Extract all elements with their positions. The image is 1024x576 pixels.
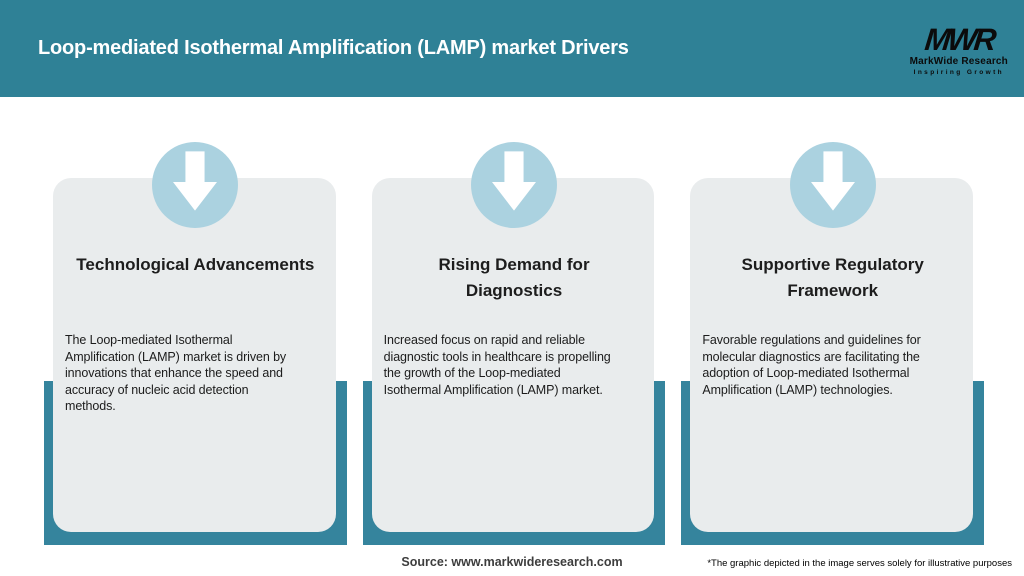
down-arrow-icon bbox=[492, 151, 536, 211]
logo-tagline: Inspiring Growth bbox=[913, 69, 1005, 77]
driver-card-technological-advancements: Technological Advancements The Loop-medi… bbox=[44, 140, 347, 545]
badge-circle bbox=[471, 142, 557, 228]
card-surface bbox=[53, 178, 336, 532]
source-credit: Source: www.markwideresearch.com bbox=[401, 555, 623, 569]
card-title: Supportive Regulatory Framework bbox=[741, 255, 924, 300]
down-arrow-icon bbox=[810, 151, 855, 211]
card-body-text: The Loop-mediated Isothermal Amplificati… bbox=[65, 333, 287, 414]
badge-circle bbox=[152, 142, 239, 228]
header-bar: Loop-mediated Isothermal Amplification (… bbox=[0, 0, 1024, 97]
driver-card-rising-demand-for-diagnostics: Rising Demand for Diagnostics Increased … bbox=[362, 140, 666, 545]
card-surface bbox=[690, 178, 974, 532]
card-body-text: Increased focus on rapid and reliable di… bbox=[383, 333, 611, 397]
card-body-text: Favorable regulations and guidelines for… bbox=[702, 333, 921, 397]
markwide-research-logo: MWR MarkWide Research Inspiring Growth bbox=[909, 22, 1008, 77]
down-arrow-icon bbox=[173, 151, 218, 211]
page-title: Loop-mediated Isothermal Amplification (… bbox=[38, 37, 629, 59]
badge-circle bbox=[789, 142, 876, 228]
logo-company-name: MarkWide Research bbox=[909, 56, 1008, 68]
disclaimer-note: *The graphic depicted in the image serve… bbox=[707, 558, 1012, 569]
driver-card-supportive-regulatory-framework: Supportive Regulatory Framework Favorabl… bbox=[681, 140, 985, 545]
drivers-cards-row: Technological Advancements The Loop-medi… bbox=[44, 140, 985, 545]
logo-monogram: MWR bbox=[922, 22, 995, 58]
card-title: Rising Demand for Diagnostics bbox=[438, 255, 590, 300]
card-surface bbox=[371, 178, 655, 532]
card-title: Technological Advancements bbox=[76, 255, 315, 274]
